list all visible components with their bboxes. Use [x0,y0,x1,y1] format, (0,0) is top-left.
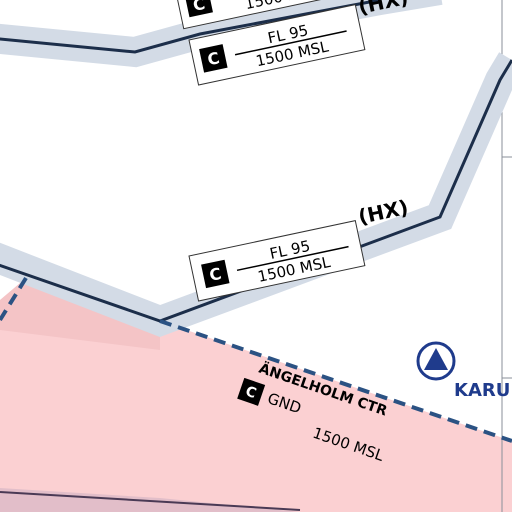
airspace-class-letter: C [191,0,206,15]
airspace-class-letter: C [206,48,221,69]
airspace-label-box [173,0,359,30]
lower-boundary-line [0,491,301,511]
airspace-label-top-partial: C 1500 MSL [173,0,359,30]
airspace-label-box [188,4,366,86]
ctr-class-badge [237,377,266,406]
airspace-class-letter: C [208,264,223,285]
airspace-class-badge [184,0,213,18]
ctr-boundary [0,276,28,322]
airspace-class-badge [199,44,228,73]
ctr-inner-band [0,278,160,350]
airspace-label-block-1: C FL 95 1500 MSL [188,4,366,86]
airspace-class-badge [201,259,230,289]
ctr-boundary-east [159,319,512,443]
tma-boundary-upper [0,0,381,54]
airspace-designator-top: (HX) [356,0,410,19]
airspace-divider [236,245,349,272]
tma-boundary-middle [0,59,512,323]
airspace-label-block-2: C FL 95 1500 MSL [188,220,366,302]
airspace-label-box [188,220,366,302]
vor-triangle-icon [416,341,456,381]
airspace-divider [234,30,347,56]
navaid-label: KARU [454,380,510,401]
ctr-class-letter: C [243,384,258,402]
